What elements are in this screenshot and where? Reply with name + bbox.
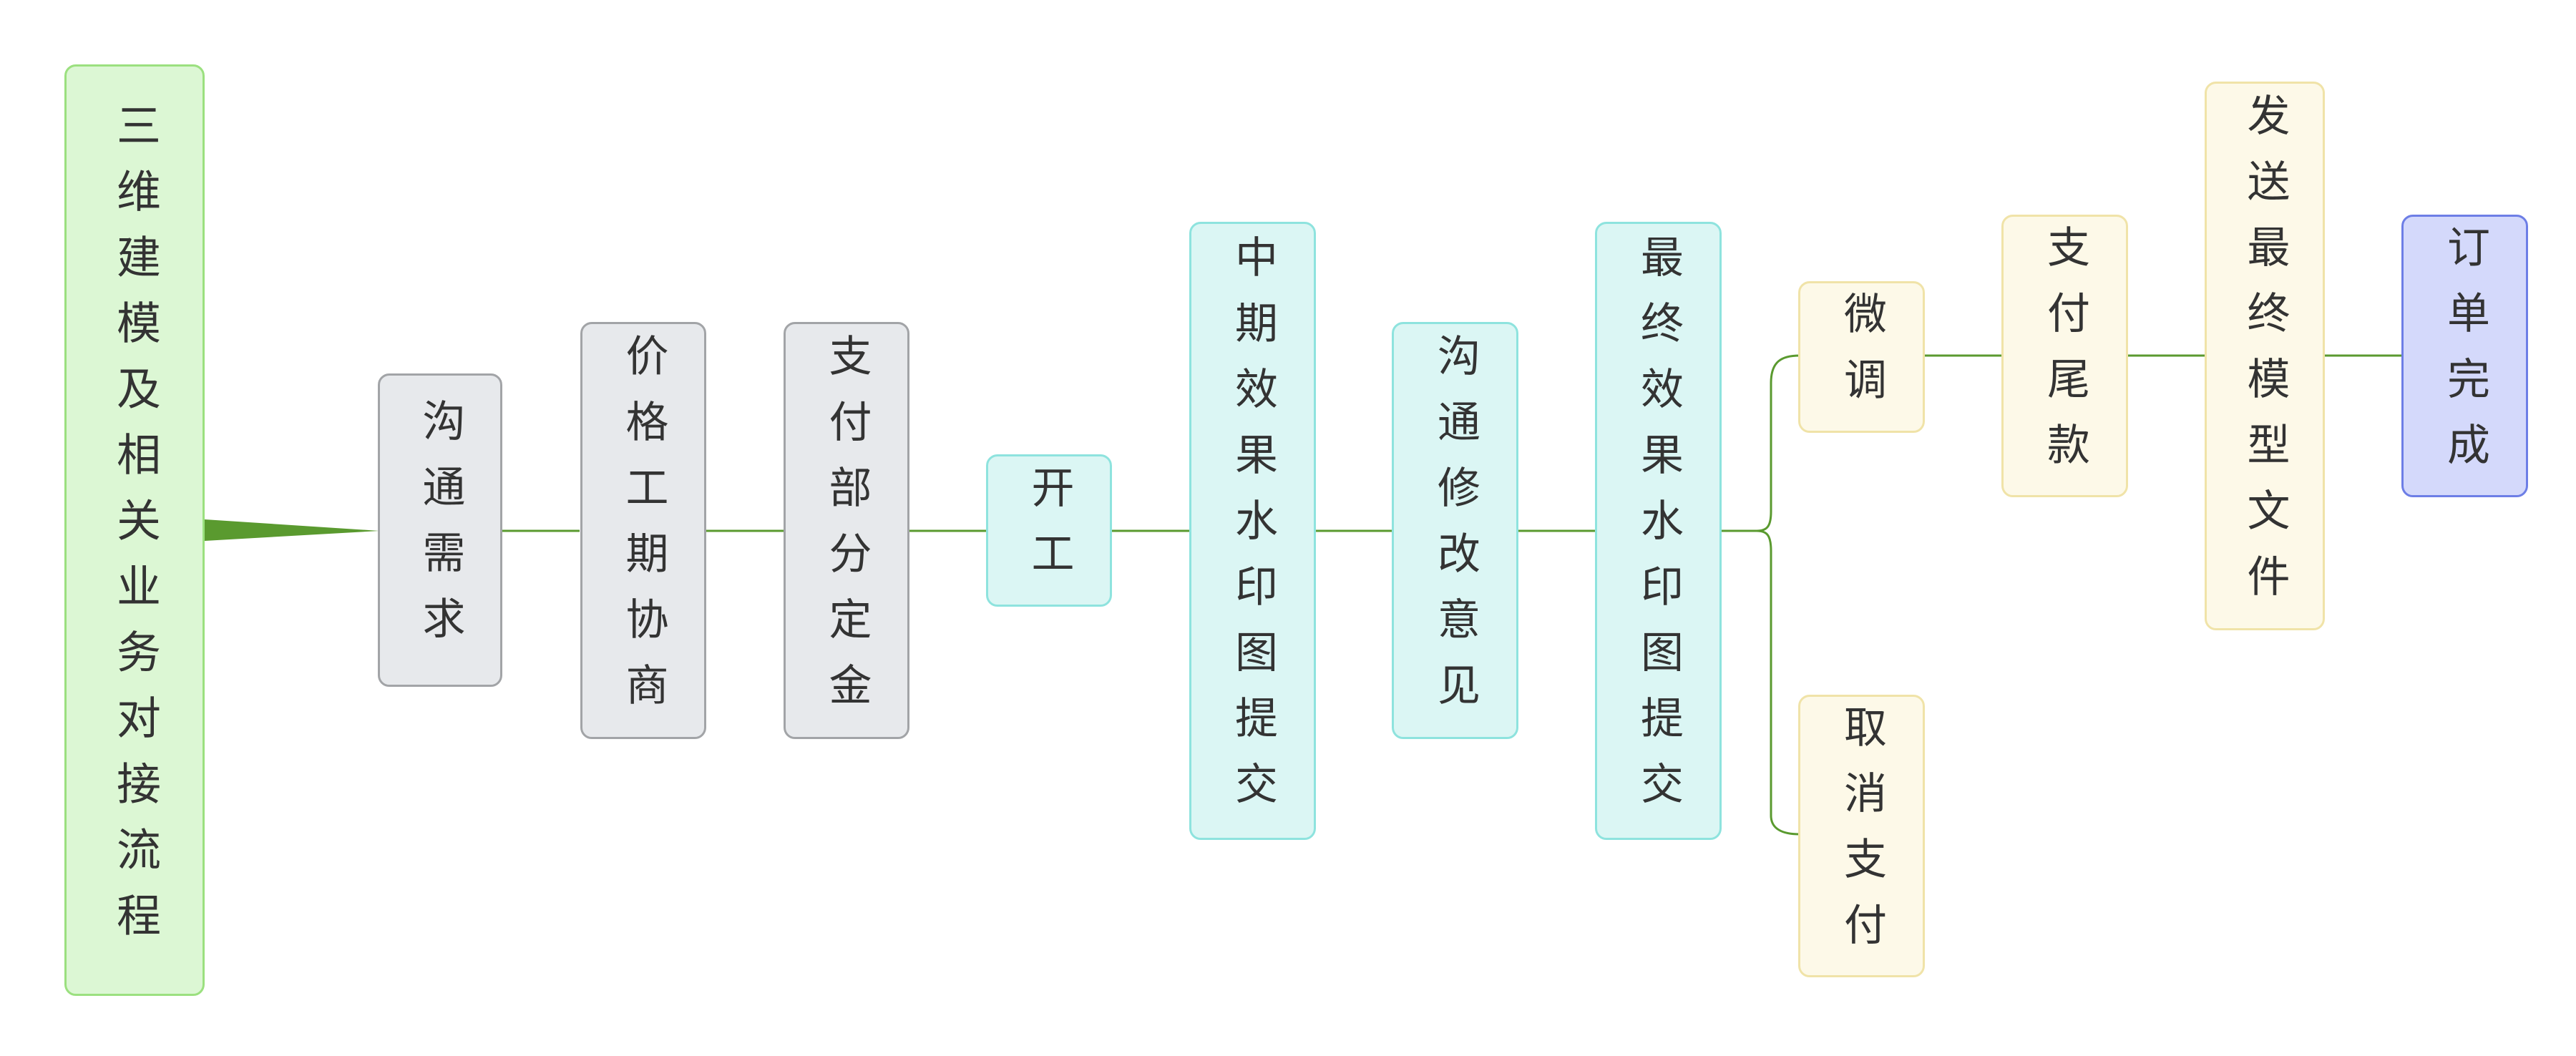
- node-order-complete[interactable]: 订单完成: [2401, 215, 2528, 497]
- node-label: 微调: [1836, 291, 1887, 423]
- node-final-watermark-submit[interactable]: 最终效果水印图提交: [1595, 222, 1722, 840]
- node-communicate-requirements[interactable]: 沟通需求: [378, 373, 502, 687]
- node-label: 订单完成: [2439, 224, 2490, 488]
- node-mid-watermark-submit[interactable]: 中期效果水印图提交: [1189, 222, 1316, 840]
- root-node-label: 三维建模及相关业务对接流程: [109, 102, 161, 958]
- node-pay-balance[interactable]: 支付尾款: [2001, 215, 2128, 497]
- node-label: 沟通需求: [415, 399, 465, 662]
- node-send-final-model[interactable]: 发送最终模型文件: [2205, 82, 2325, 630]
- node-label: 支付尾款: [2039, 224, 2090, 488]
- connector-n7-n12: [1756, 529, 1800, 836]
- node-label: 最终效果水印图提交: [1633, 235, 1684, 827]
- root-branch: [205, 519, 379, 541]
- connector-n7-n8: [1721, 354, 1800, 532]
- node-label: 开工: [1024, 464, 1074, 597]
- node-communicate-revisions[interactable]: 沟通修改意见: [1392, 322, 1518, 739]
- node-start-work[interactable]: 开工: [986, 454, 1112, 607]
- node-label: 发送最终模型文件: [2240, 92, 2290, 620]
- node-label: 支付部分定金: [821, 333, 872, 728]
- node-label: 中期效果水印图提交: [1227, 235, 1278, 827]
- node-pay-partial-deposit[interactable]: 支付部分定金: [784, 322, 909, 739]
- node-cancel-payment[interactable]: 取消支付: [1798, 695, 1925, 977]
- node-fine-tune[interactable]: 微调: [1798, 281, 1925, 433]
- root-node[interactable]: 三维建模及相关业务对接流程: [64, 64, 205, 996]
- node-label: 沟通修改意见: [1430, 333, 1480, 728]
- node-label: 取消支付: [1836, 704, 1887, 968]
- node-label: 价格工期协商: [618, 333, 668, 728]
- node-price-schedule-negotiation[interactable]: 价格工期协商: [580, 322, 706, 739]
